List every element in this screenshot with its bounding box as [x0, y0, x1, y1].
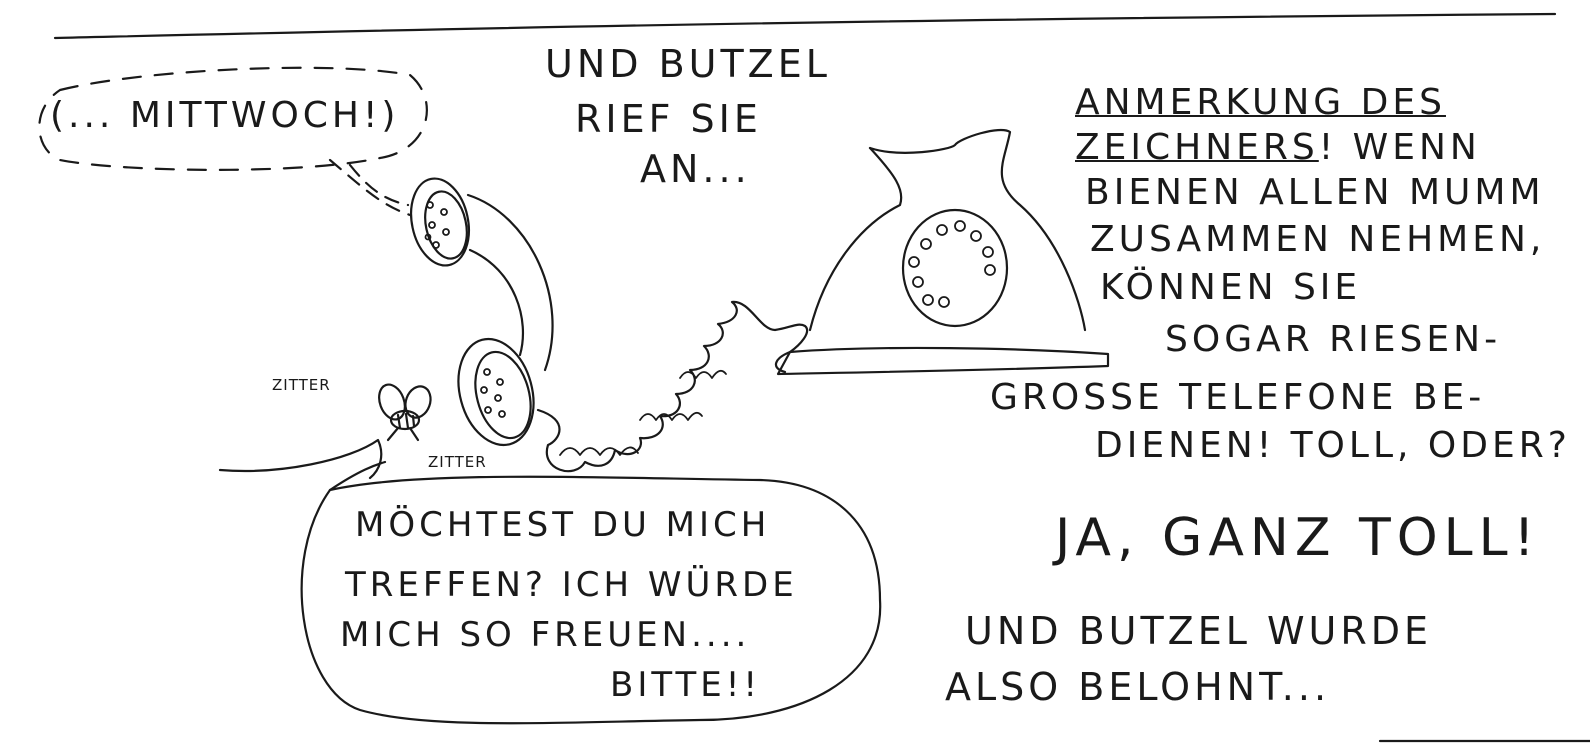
ending-line-2: ALSO BELOHNT... — [945, 665, 1331, 709]
note-heading-underlined-1: ANMERKUNG DES — [1075, 82, 1446, 123]
thought-bubble-tail — [328, 158, 412, 217]
caption-line-2: RIEF SIE — [575, 97, 762, 141]
bee-sound-2: ZITTER — [428, 453, 487, 471]
note-heading-rest: ! WENN — [1318, 127, 1481, 168]
caption-line-1: UND BUTZEL — [545, 42, 831, 86]
thought-bubble-text: (... MITTWOCH!) — [50, 95, 400, 136]
caption-line-3: AN... — [640, 147, 751, 191]
thought-bubble-outline — [38, 66, 428, 171]
top-border-line — [53, 12, 1557, 40]
bee-icon — [378, 383, 432, 442]
note-heading-1: ANMERKUNG DES — [1075, 85, 1446, 121]
ending-line-1: UND BUTZEL WURDE — [965, 609, 1433, 653]
note-line-6: DIENEN! TOLL, ODER? — [1095, 425, 1571, 466]
answer-text: JA, GANZ TOLL! — [1055, 508, 1541, 568]
speech-bubble-line-3: MICH SO FREUEN.... — [340, 615, 751, 655]
speech-bubble-outline — [300, 475, 882, 725]
phone-cord — [536, 300, 809, 473]
speech-bubble-line-4: BITTE!! — [610, 665, 762, 705]
ground-arc — [218, 438, 383, 480]
speech-bubble-line-2: TREFFEN? ICH WÜRDE — [345, 565, 798, 605]
handset — [410, 177, 554, 447]
note-line-4: SOGAR RIESEN- — [1165, 319, 1502, 360]
note-line-3: KÖNNEN SIE — [1100, 267, 1362, 308]
speech-bubble-tail — [328, 460, 387, 492]
speech-bubble-line-1: MÖCHTEST DU MICH — [355, 505, 771, 545]
note-heading-underlined-2: ZEICHNERS — [1075, 127, 1319, 168]
bee-sound-1: ZITTER — [272, 376, 331, 394]
telephone-base — [776, 128, 1110, 376]
note-line-2: ZUSAMMEN NEHMEN, — [1090, 219, 1546, 260]
note-line-5: GROSSE TELEFONE BE- — [990, 377, 1486, 418]
note-line-1: BIENEN ALLEN MUMM — [1085, 172, 1545, 213]
note-heading-2: ZEICHNERS! WENN — [1075, 130, 1481, 166]
